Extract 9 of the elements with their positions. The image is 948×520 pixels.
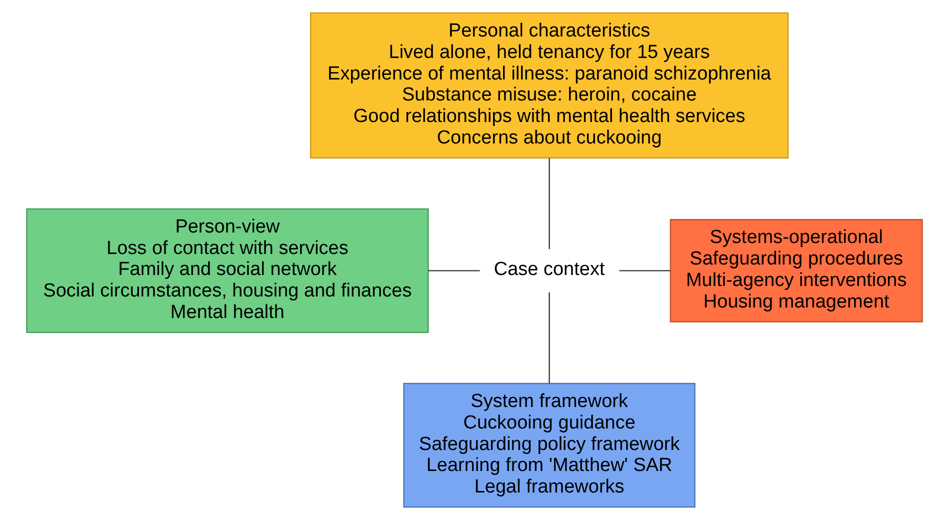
- node-box: Personal characteristics Lived alone, held tenancy for 15 years Experience of mental illness: paranoid schizophrenia Substance misuse: heroin, cocaine Good relationships with mental health services Concerns about cuckooing: [310, 12, 788, 158]
- connector: [548, 158, 550, 250]
- connector: [428, 270, 480, 272]
- node-text: Case context: [493, 259, 604, 280]
- connector: [618, 270, 670, 272]
- node-box: System framework Cuckooing guidance Safeguarding policy framework Learning from 'Matthew' SAR Legal frameworks: [402, 382, 695, 508]
- connector: [548, 292, 550, 384]
- node-box: Systems-operational Safeguarding procedures Multi-agency interventions Housing management: [669, 219, 922, 322]
- node-box: Person-view Loss of contact with services Family and social network Social circumstances, housing and finances Mental health: [26, 208, 428, 334]
